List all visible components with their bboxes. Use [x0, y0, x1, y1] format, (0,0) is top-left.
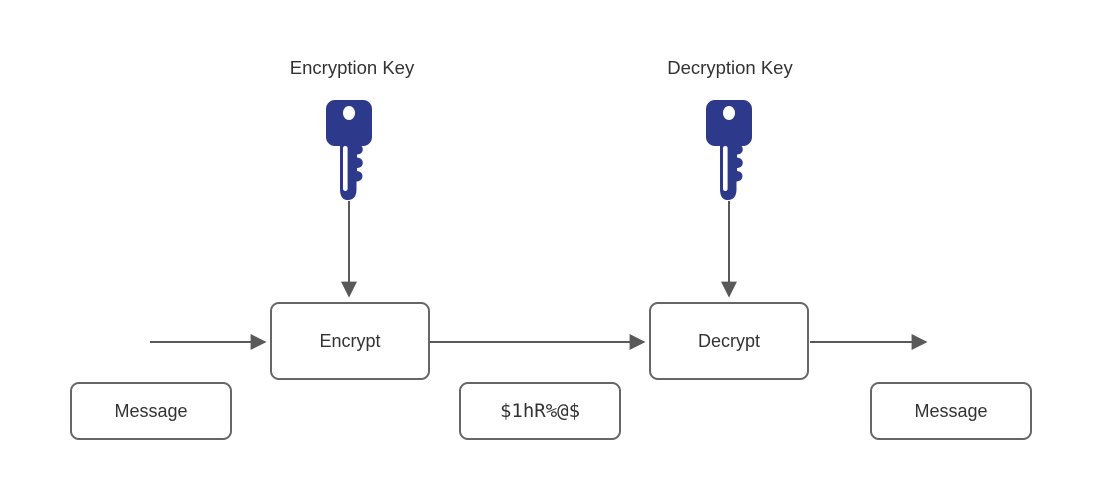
encrypt-box: Encrypt: [270, 302, 430, 380]
decrypt-box: Decrypt: [649, 302, 809, 380]
message-output-box: Message: [870, 382, 1032, 440]
key-icon: [706, 100, 752, 200]
decryption-key-label: Decryption Key: [667, 57, 793, 78]
ciphertext-box: $1hR%@$: [459, 382, 621, 440]
encryption-key-label: Encryption Key: [289, 57, 415, 78]
message-input-box: Message: [70, 382, 232, 440]
key-icon: [326, 100, 372, 200]
